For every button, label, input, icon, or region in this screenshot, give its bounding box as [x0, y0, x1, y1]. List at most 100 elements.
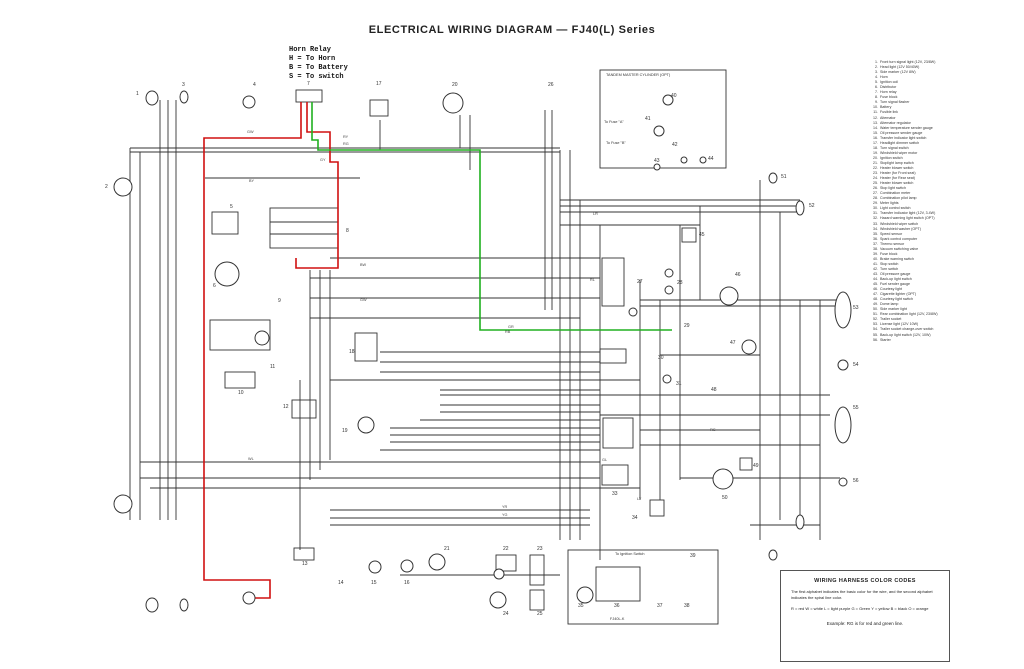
component-number: 33	[612, 491, 618, 497]
legend-item-number: 37.	[873, 241, 878, 246]
legend-item: 16.Transfer indicator light switch	[868, 136, 1018, 141]
wire-color-label: RG	[710, 428, 716, 432]
legend-item-label: Water temperature sender gauge	[880, 125, 933, 130]
legend-item-label: Turn signal switch	[880, 145, 909, 150]
component-number: 23	[537, 546, 543, 552]
legend-item-label: Horn	[880, 75, 888, 80]
legend-item-number: 46.	[873, 287, 878, 292]
component-number: 38	[684, 603, 690, 609]
component-number: 30	[658, 355, 664, 361]
legend-item-label: Heater blower switch	[880, 165, 914, 170]
component-number: 43	[654, 158, 660, 164]
legend-item: 43.Oil pressure gauge	[868, 272, 1018, 277]
legend-item: 41.Stop switch	[868, 262, 1018, 267]
legend-item-number: 50.	[873, 307, 878, 312]
component-number: 16	[404, 580, 410, 586]
legend-item-number: 8.	[875, 95, 878, 100]
legend-item: 49.Dome lamp	[868, 302, 1018, 307]
component-number: 48	[711, 387, 717, 393]
legend-item: 5.Ignition coil	[868, 80, 1018, 85]
legend-item: 30.Light control switch	[868, 206, 1018, 211]
component-number: 31	[676, 381, 682, 387]
component-number: 47	[730, 340, 736, 346]
legend-item-label: Ignition coil	[880, 80, 898, 85]
legend-item: 42.Turn switch	[868, 267, 1018, 272]
legend-item: 50.Side marker light	[868, 307, 1018, 312]
legend-item: 22.Heater blower switch	[868, 166, 1018, 171]
legend-item: 36.Spark control computer	[868, 237, 1018, 242]
legend-item: 47.Cigarette lighter (OPT)	[868, 292, 1018, 297]
legend-item-number: 1.	[875, 60, 878, 64]
legend-item: 12.Alternator	[868, 116, 1018, 121]
legend-item-label: Thermo sensor	[880, 241, 905, 246]
component-number: 25	[537, 611, 543, 617]
component-number: 1	[136, 91, 139, 97]
component-number: 39	[690, 553, 696, 559]
component-number: 22	[503, 546, 509, 552]
wire-color-label: GY	[320, 158, 326, 162]
component-number: 29	[684, 323, 690, 329]
legend-item-number: 56.	[873, 337, 878, 342]
legend-item-label: Windshield washer (OPT)	[880, 226, 921, 231]
horn-relay-line-h: H = To Horn	[289, 55, 336, 63]
legend-item-label: License light (12V 10W)	[880, 322, 919, 327]
legend-item-number: 2.	[875, 65, 878, 70]
legend-item-number: 32.	[873, 216, 878, 221]
legend-item: 54.Trailer socket change-over switch	[868, 327, 1018, 332]
legend-item-number: 17.	[873, 140, 878, 145]
legend-item-label: Stop switch	[880, 261, 899, 266]
component-number: 4	[253, 82, 256, 88]
legend-item: 14.Water temperature sender gauge	[868, 126, 1018, 131]
legend-item-label: Side marker (12V 8W)	[880, 70, 916, 75]
legend-item-label: Horn relay	[880, 90, 897, 95]
component-number: 27	[637, 279, 643, 285]
component-number: 51	[781, 174, 787, 180]
legend-item-label: Fuse block	[880, 251, 898, 256]
legend-item-label: Alternator regulator	[880, 120, 911, 125]
legend-item-label: Oil pressure sender gauge	[880, 130, 923, 135]
legend-item-number: 12.	[873, 115, 878, 120]
legend-item-number: 36.	[873, 236, 878, 241]
component-number: 3	[182, 82, 185, 88]
legend-item-number: 4.	[875, 75, 878, 80]
component-number: 10	[238, 390, 244, 396]
wire-color-label: BY	[249, 179, 255, 183]
legend-item: 37.Thermo sensor	[868, 242, 1018, 247]
legend-item-label: Alternator	[880, 115, 896, 120]
ignition-inset-title: To Ignition Switch	[615, 552, 645, 556]
wire-color-label: YR	[502, 505, 508, 509]
legend-item-label: Courtesy light switch	[880, 297, 913, 302]
legend-item-number: 26.	[873, 186, 878, 191]
legend-item-number: 30.	[873, 206, 878, 211]
color-codes-example: Example: RG is for red and green line.	[826, 621, 904, 626]
legend-item: 56.Starter	[868, 338, 1018, 343]
legend-item: 52.Trailer socket	[868, 317, 1018, 322]
legend-item-label: Headlight dimmer switch	[880, 140, 920, 145]
wire-color-label: RG	[343, 142, 349, 146]
color-codes-heading: WIRING HARNESS COLOR CODES	[814, 578, 916, 584]
legend-item-label: Dome lamp	[880, 302, 899, 307]
wire-color-label: BW	[360, 263, 367, 267]
legend-item: 4.Horn	[868, 75, 1018, 80]
wire-color-label: GW	[360, 298, 367, 302]
legend-item-number: 43.	[873, 271, 878, 276]
legend-item: 23.Heater (for Front seat)	[868, 171, 1018, 176]
legend-item-label: Fuel sender gauge	[880, 282, 910, 287]
legend-item-number: 39.	[873, 251, 878, 256]
component-number: 6	[213, 283, 216, 289]
component-number: 24	[503, 611, 509, 617]
legend-item: 32.Hazard warning light switch (OPT)	[868, 216, 1018, 221]
tandem-fuse-a: To Fuse "A"	[604, 120, 624, 124]
legend-item-label: Stoplight lamp switch	[880, 160, 914, 165]
legend-item-label: Vacuum switching valve	[880, 246, 919, 251]
legend-item-number: 55.	[873, 332, 878, 337]
component-number: 11	[270, 364, 276, 370]
horn-relay-line-s: S = To switch	[289, 73, 344, 81]
component-number: 55	[853, 405, 859, 411]
legend-item: 53.License light (12V 10W)	[868, 322, 1018, 327]
wire-color-label: YG	[502, 513, 508, 517]
legend-item-number: 53.	[873, 322, 878, 327]
wire-color-label: GL	[602, 458, 608, 462]
legend-item: 51.Rear combination light (12V, 23/8W)	[868, 312, 1018, 317]
